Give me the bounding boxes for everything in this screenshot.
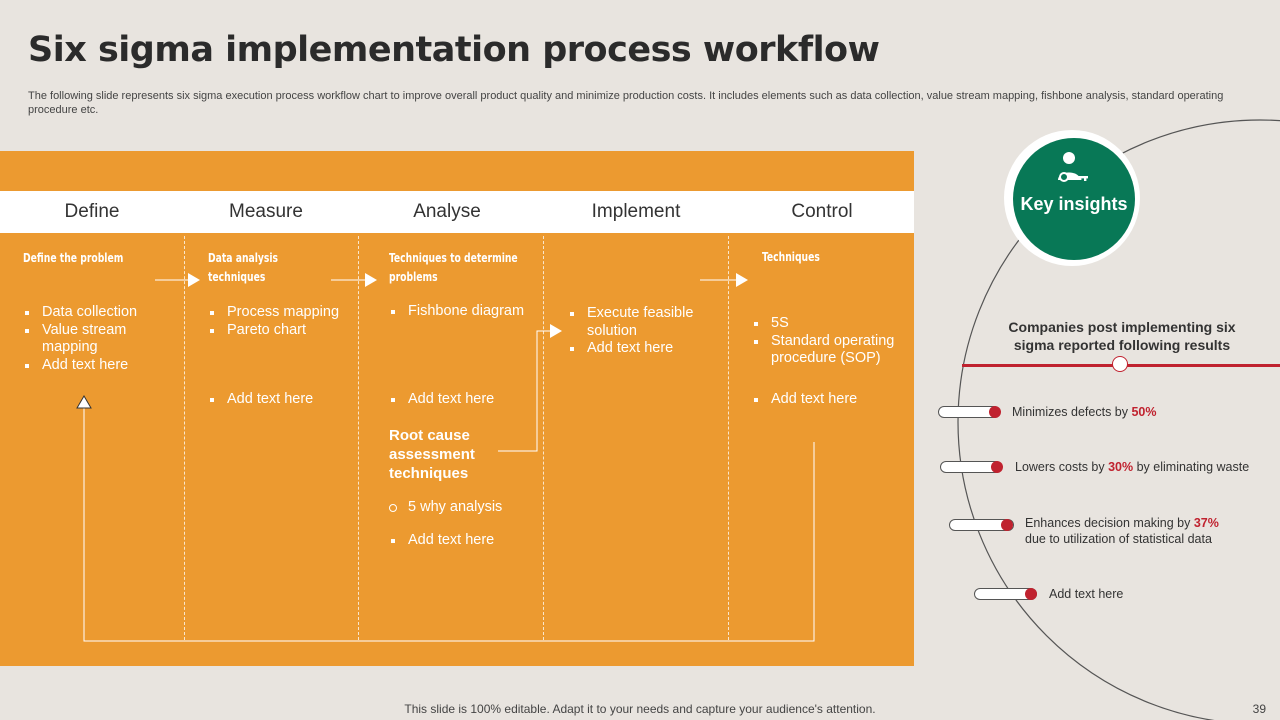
list-item: Add text here	[389, 391, 539, 409]
footer-note: This slide is 100% editable. Adapt it to…	[404, 702, 876, 716]
column-divider	[543, 236, 544, 640]
list-item: Process mapping	[208, 304, 358, 322]
analyse-list: Fishbone diagram	[389, 303, 539, 321]
phase-header-analyse: Analyse	[413, 201, 481, 222]
control-subheading: Techniques	[762, 249, 820, 264]
insight-2: Lowers costs by 30% by eliminating waste	[1015, 460, 1250, 474]
arrowhead-icon	[188, 273, 200, 287]
analyse-subheading: Techniques to determine problems	[389, 250, 518, 284]
control-list: 5S Standard operating procedure (SOP)	[752, 315, 902, 368]
page-subtitle: The following slide represents six sigma…	[28, 90, 1224, 116]
column-divider	[184, 236, 185, 640]
list-item: Add text here	[208, 391, 358, 409]
insight-4: Add text here	[1049, 587, 1124, 601]
list-item: Standard operating procedure (SOP)	[752, 333, 896, 368]
arrowhead-up-icon	[76, 395, 92, 409]
list-item: Add text here	[568, 340, 708, 358]
implement-list: Execute feasible solution Add text here	[568, 305, 708, 358]
column-divider	[358, 236, 359, 640]
insight-dot	[991, 461, 1003, 473]
column-divider	[728, 236, 729, 640]
flow-connectors	[76, 273, 815, 642]
insight-pill	[949, 519, 1014, 531]
arrowhead-icon	[550, 324, 562, 338]
list-item: 5S	[752, 315, 902, 333]
list-item: Data collection	[23, 304, 163, 322]
user-key-icon	[1058, 152, 1088, 182]
list-item: Pareto chart	[208, 322, 358, 340]
measure-extra-list: Add text here	[208, 391, 358, 409]
root-cause-list: 5 why analysis	[389, 499, 539, 517]
arrowhead-icon	[736, 273, 748, 287]
phase-header-implement: Implement	[591, 201, 681, 222]
divider-knob	[1112, 356, 1128, 372]
list-item: Fishbone diagram	[389, 303, 539, 321]
insight-dot	[1025, 588, 1037, 600]
root-cause-extra-list: Add text here	[389, 532, 539, 550]
analyse-extra-list: Add text here	[389, 391, 539, 409]
define-list: Data collection Value stream mapping Add…	[23, 304, 163, 374]
phase-header-measure: Measure	[229, 201, 303, 222]
page-number: 39	[1252, 702, 1266, 716]
list-item: Add text here	[389, 532, 539, 550]
phase-header-control: Control	[791, 201, 853, 222]
list-item: Add text here	[23, 357, 163, 375]
insights-heading: Companies post implementing six sigma re…	[1008, 319, 1236, 353]
connector-rootcause-implement	[498, 330, 550, 452]
measure-subheading: Data analysis techniques	[208, 250, 279, 284]
insight-dot	[1001, 519, 1013, 531]
key-insights-label: Key insights	[1020, 194, 1128, 214]
page-title: Six sigma implementation process workflo…	[28, 30, 880, 70]
arrowhead-icon	[365, 273, 377, 287]
list-item: Execute feasible solution	[568, 305, 697, 340]
insight-3: Enhances decision making by 37%due to ut…	[1025, 516, 1219, 546]
control-extra-list: Add text here	[752, 391, 902, 409]
list-item: 5 why analysis	[389, 499, 539, 517]
define-subheading: Define the problem	[23, 250, 124, 265]
workflow-panel	[0, 151, 914, 666]
list-item: Value stream mapping	[23, 322, 152, 357]
insight-dot	[989, 406, 1001, 418]
phase-header-define: Define	[64, 201, 120, 222]
insight-1: Minimizes defects by 50%	[1012, 405, 1157, 419]
measure-list: Process mapping Pareto chart	[208, 304, 358, 339]
connector-feedback-loop	[83, 408, 815, 642]
phase-header-band	[0, 191, 914, 233]
root-cause-title: Root cause assessment techniques	[389, 427, 475, 482]
list-item: Add text here	[752, 391, 902, 409]
